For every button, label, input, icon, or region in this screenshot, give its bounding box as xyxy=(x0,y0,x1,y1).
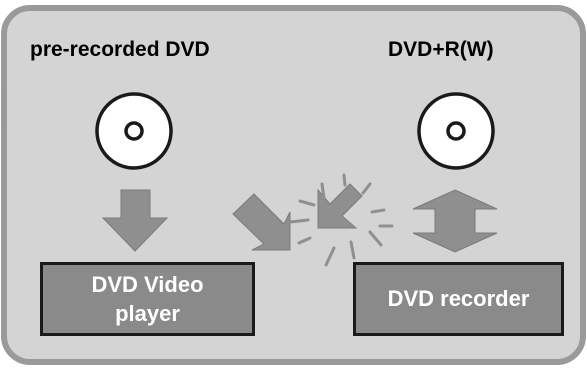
player-label-line2: player xyxy=(115,301,180,326)
down-arrow-icon xyxy=(101,189,169,252)
writable-disc-icon xyxy=(417,92,495,170)
dvd-video-player-box: DVD Video player xyxy=(40,262,255,336)
dvd-rw-label: DVD+R(W) xyxy=(388,38,494,61)
bidirectional-arrow-icon xyxy=(412,189,498,253)
diagonal-arrow-to-player-icon xyxy=(232,193,291,251)
dvd-recorder-box: DVD recorder xyxy=(353,262,564,336)
prerecorded-dvd-label: pre-recorded DVD xyxy=(30,38,210,61)
recorder-label: DVD recorder xyxy=(387,286,530,311)
player-label-line1: DVD Video xyxy=(91,272,204,297)
prerecorded-disc-icon xyxy=(95,92,173,170)
incompatible-burst-icon xyxy=(288,173,394,267)
